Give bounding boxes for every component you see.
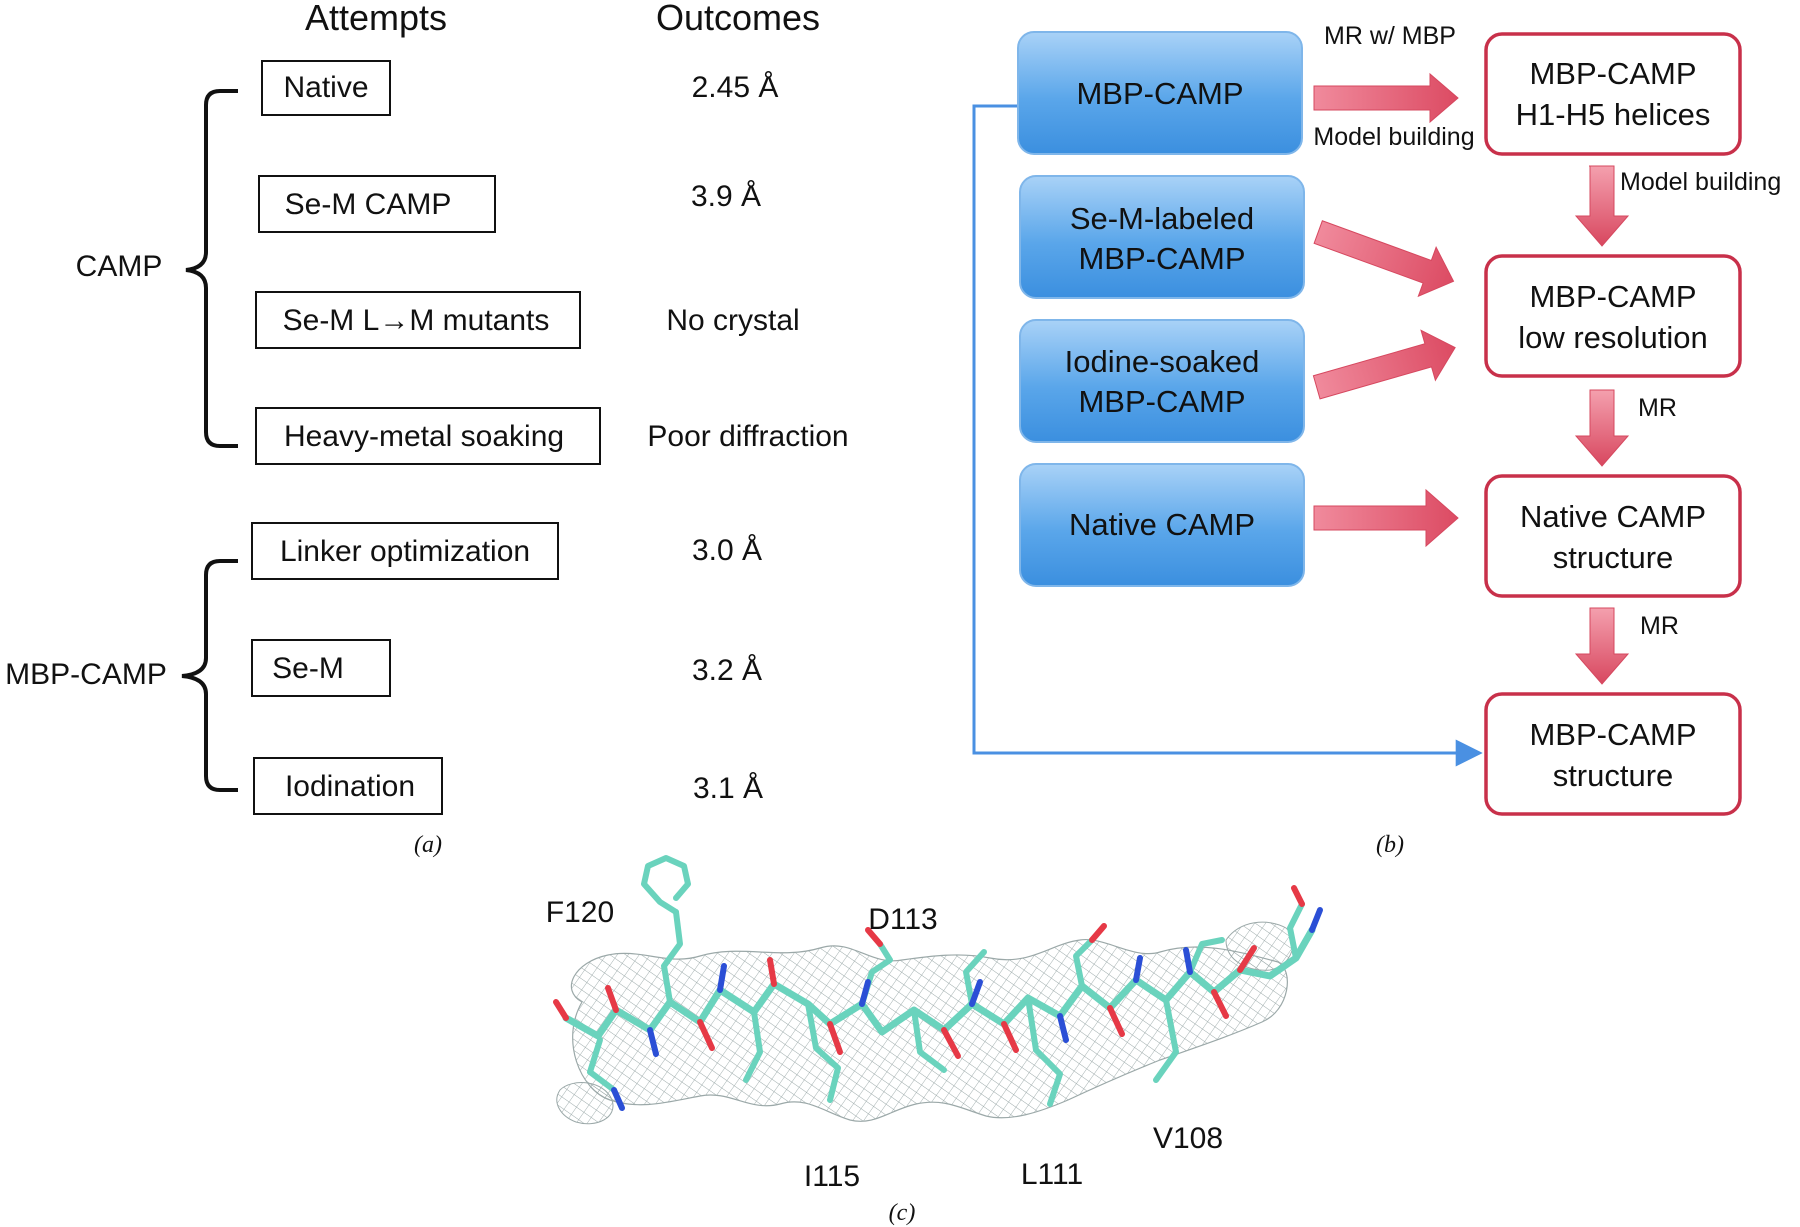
result-box-mbp-camp-structure: MBP-CAMP structure (1484, 692, 1742, 816)
attempt-box (253, 757, 443, 815)
residue-label-d113: D113 (868, 903, 938, 936)
outcome: No crystal (666, 304, 799, 337)
caption-a: (a) (414, 832, 442, 858)
bracket-camp (185, 89, 238, 448)
source-box-mbp-camp: MBP-CAMP (1017, 31, 1303, 155)
source-box-iodine-soaked: Iodine-soaked MBP-CAMP (1019, 319, 1305, 443)
header-attempts: Attempts (305, 0, 447, 38)
panel-a: Attempts Outcomes CAMP MBP-CAMP Native S… (5, 0, 848, 858)
svg-text:MBP-CAMP: MBP-CAMP (1529, 717, 1696, 752)
result-box-h1-h5: MBP-CAMP H1-H5 helices (1484, 32, 1742, 156)
attempt-box (255, 291, 581, 349)
outcome: 3.9 Å (691, 180, 761, 213)
label-model-building: Model building (1313, 123, 1474, 151)
svg-text:Se-M-labeled: Se-M-labeled (1070, 201, 1254, 236)
outcome: 3.2 Å (692, 654, 762, 687)
attempt-box (251, 522, 559, 580)
bracket-mbp-camp (181, 559, 238, 792)
caption-c: (c) (889, 1200, 916, 1226)
arrow-right (1312, 329, 1456, 400)
attempt-linker: Linker optimization (280, 535, 530, 568)
residue-label-f120: F120 (546, 896, 614, 929)
svg-text:MBP-CAMP: MBP-CAMP (1529, 56, 1696, 91)
oxygen-atoms (553, 885, 1305, 1059)
nitrogen-atoms (611, 907, 1323, 1111)
svg-text:low resolution: low resolution (1518, 320, 1708, 355)
arrow-down (1574, 389, 1630, 467)
attempt-iodination: Iodination (285, 770, 415, 803)
svg-text:MBP-CAMP: MBP-CAMP (1078, 384, 1245, 419)
arrow-down (1574, 165, 1630, 247)
outcome: 2.45 Å (692, 71, 779, 104)
density-mesh (556, 921, 1294, 1125)
attempt-se-m-mutants: Se-M L→M mutants (283, 304, 550, 337)
group-label-camp: CAMP (76, 250, 163, 283)
attempt-se-m: Se-M (272, 652, 344, 685)
outcome: 3.0 Å (692, 534, 762, 567)
svg-text:MBP-CAMP: MBP-CAMP (1529, 279, 1696, 314)
attempt-native: Native (283, 71, 368, 104)
svg-text:MBP-CAMP: MBP-CAMP (1078, 241, 1245, 276)
svg-text:MBP-CAMP: MBP-CAMP (1076, 76, 1243, 111)
label-mr-w-mbp: MR w/ MBP (1324, 22, 1456, 50)
outcome: 3.1 Å (693, 772, 763, 805)
result-box-low-resolution: MBP-CAMP low resolution (1484, 254, 1742, 378)
svg-text:H1-H5 helices: H1-H5 helices (1516, 97, 1711, 132)
arrow-right (1313, 72, 1459, 124)
source-box-native-camp: Native CAMP (1019, 463, 1305, 587)
group-label-mbp-camp: MBP-CAMP (5, 658, 167, 691)
arrow-down (1574, 607, 1630, 685)
svg-text:structure: structure (1553, 540, 1674, 575)
connector-line (972, 104, 1483, 767)
residue-label-v108: V108 (1153, 1122, 1223, 1155)
attempt-heavy-metal: Heavy-metal soaking (284, 420, 564, 453)
label-mr: MR (1640, 612, 1679, 640)
label-mr: MR (1638, 394, 1677, 422)
svg-text:Iodine-soaked: Iodine-soaked (1065, 344, 1260, 379)
attempt-box (261, 60, 391, 116)
attempt-box (255, 407, 601, 465)
header-outcomes: Outcomes (656, 0, 820, 38)
outcome: Poor diffraction (647, 420, 848, 453)
svg-text:Native CAMP: Native CAMP (1069, 507, 1255, 542)
svg-text:Native CAMP: Native CAMP (1520, 499, 1706, 534)
result-box-native-camp-structure: Native CAMP structure (1484, 474, 1742, 598)
attempt-box (251, 639, 391, 697)
caption-b: (b) (1376, 832, 1404, 858)
panel-c: F120 D113 I115 L111 V108 (c) (546, 855, 1323, 1226)
residue-label-i115: I115 (804, 1160, 860, 1193)
svg-text:structure: structure (1553, 758, 1674, 793)
residue-label-l111: L111 (1021, 1158, 1083, 1191)
label-model-building: Model building (1620, 168, 1781, 196)
arrow-right (1313, 220, 1455, 298)
attempt-box (258, 175, 496, 233)
source-box-se-m-labeled: Se-M-labeled MBP-CAMP (1019, 175, 1305, 299)
panel-b: MBP-CAMP Se-M-labeled MBP-CAMP Iodine-so… (972, 22, 1781, 858)
arrow-right (1313, 488, 1459, 548)
attempt-se-m-camp: Se-M CAMP (285, 188, 452, 221)
